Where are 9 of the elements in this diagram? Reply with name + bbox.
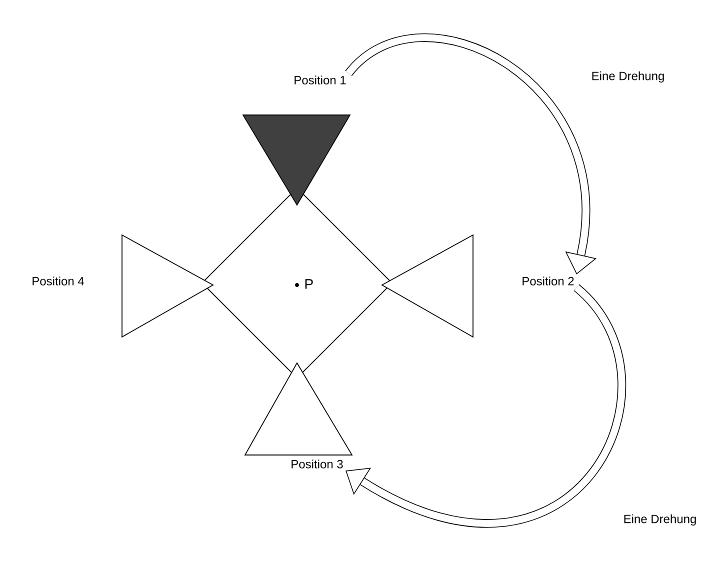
position-label: Position 3 bbox=[292, 460, 343, 468]
curved-block-arrow bbox=[346, 34, 597, 274]
position-label: Position 2 bbox=[522, 276, 574, 286]
edge-label: Eine Drehung bbox=[622, 513, 698, 527]
edge-label: Eine Drehung bbox=[590, 70, 666, 84]
position-label: Position 4 bbox=[32, 276, 84, 286]
point-label: P bbox=[305, 279, 313, 289]
curved-block-arrow bbox=[346, 284, 626, 527]
position-label: Position 1 bbox=[294, 76, 346, 84]
